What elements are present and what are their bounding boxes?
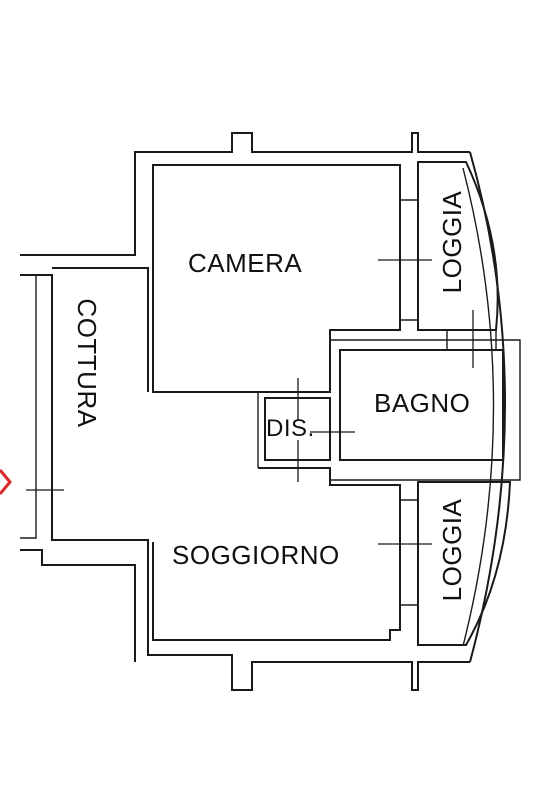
door-ticks bbox=[26, 259, 474, 545]
loggia-top-walls bbox=[417, 161, 499, 331]
room-label-cottura: COTTURA bbox=[72, 298, 102, 427]
room-label-loggia-top: LOGGIA bbox=[437, 190, 467, 293]
entrance-arrow-icon bbox=[0, 469, 12, 495]
room-label-loggia-bottom: LOGGIA bbox=[437, 498, 467, 601]
room-label-camera: CAMERA bbox=[188, 248, 302, 278]
loggia-bottom-walls bbox=[417, 481, 512, 646]
room-label-dis: DIS. bbox=[266, 415, 315, 442]
room-label-bagno: BAGNO bbox=[374, 388, 470, 418]
outer-walls bbox=[20, 132, 470, 691]
cottura-soggiorno-walls bbox=[52, 267, 418, 641]
camera-walls bbox=[152, 164, 418, 393]
dis-walls bbox=[257, 392, 331, 468]
bagno-walls bbox=[330, 330, 521, 481]
room-label-soggiorno: SOGGIORNO bbox=[172, 540, 340, 570]
